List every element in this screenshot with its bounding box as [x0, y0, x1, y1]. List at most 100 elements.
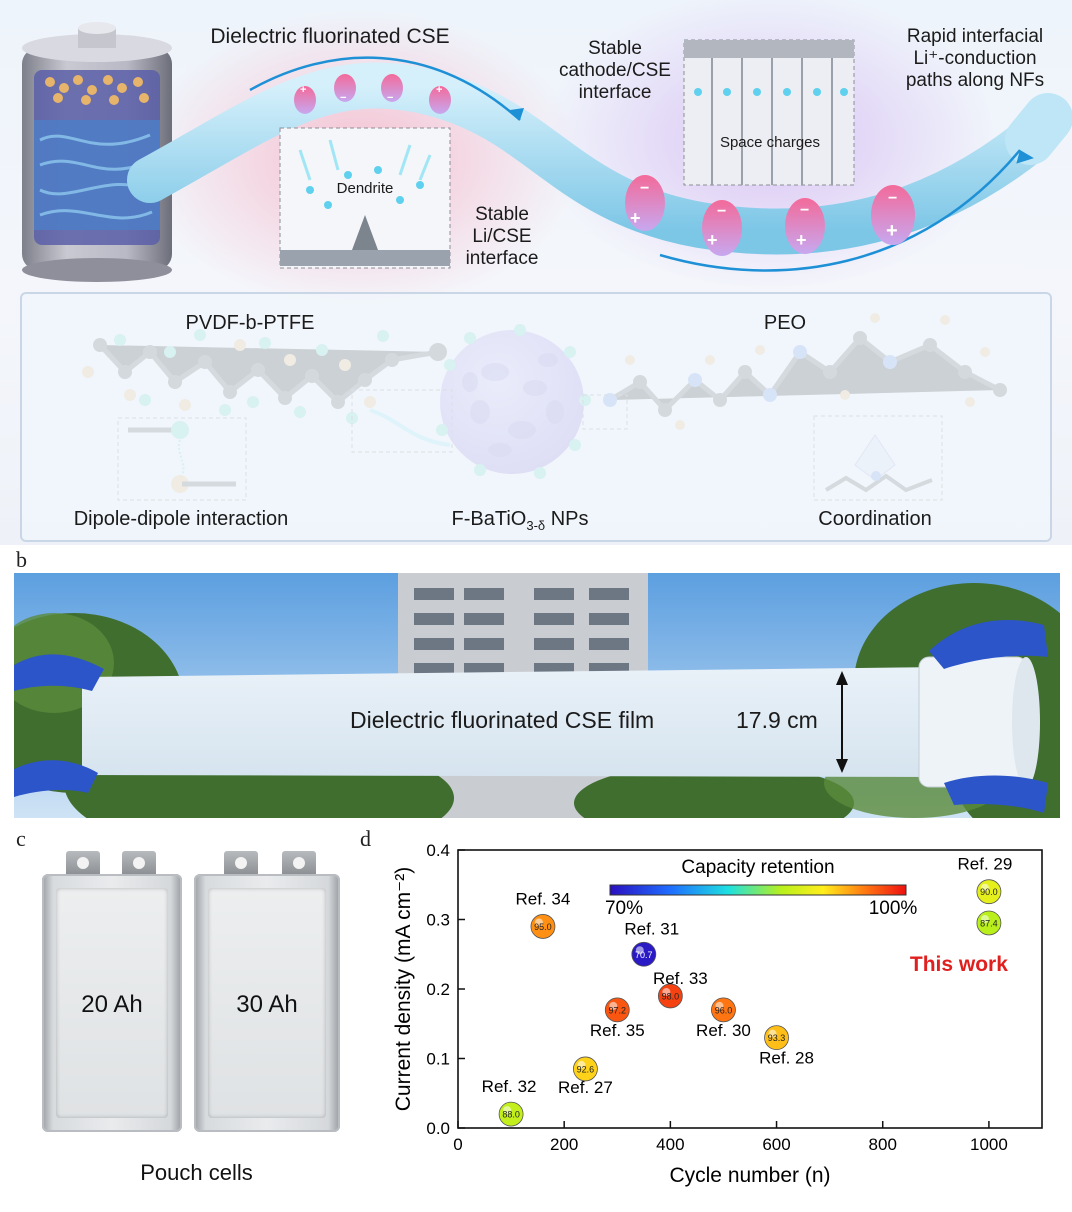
x-tick-label: 600 — [762, 1135, 790, 1154]
label-rapid-line2: Li⁺-conduction — [913, 48, 1037, 69]
label-stable-cathode-line3: interface — [578, 82, 652, 103]
label-stable-li: Stable Li/CSE interface — [452, 204, 552, 270]
data-point-highlight — [768, 1029, 777, 1038]
label-stable-li-line1: Stable — [475, 204, 529, 225]
label-stable-cathode-line1: Stable — [588, 38, 642, 59]
data-point-value-label: 87.4 — [980, 918, 998, 928]
label-pvdf: PVDF-b-PTFE — [185, 312, 315, 334]
pouch-inner — [208, 888, 326, 1118]
data-point-ref-label: Ref. 28 — [759, 1049, 814, 1068]
minus-sign: − — [640, 180, 650, 197]
x-tick-label: 200 — [550, 1135, 578, 1154]
label-np-tail: NPs — [545, 508, 589, 530]
pouch-caption: Pouch cells — [140, 1160, 253, 1185]
dendrite-inset — [279, 127, 451, 269]
colorbar-min-label: 70% — [605, 898, 643, 919]
x-axis-label: Cycle number (n) — [669, 1164, 830, 1187]
y-tick-label: 0.4 — [426, 841, 450, 860]
data-point-highlight — [577, 1060, 586, 1069]
label-space-charges: Space charges — [719, 134, 821, 151]
data-point-value-label: 98.0 — [662, 991, 680, 1001]
tab-icon — [122, 851, 156, 877]
label-rapid-line3: paths along NFs — [905, 70, 1045, 91]
x-tick-label: 400 — [656, 1135, 684, 1154]
pouch-label-20ah: 20 Ah — [81, 991, 143, 1018]
data-point-highlight — [534, 918, 543, 927]
minus-sign: − — [387, 92, 394, 104]
data-point-value-label: 88.0 — [502, 1110, 520, 1120]
data-point-ref-label: Ref. 29 — [958, 855, 1013, 874]
panel-b-photo: Dielectric fluorinated CSE film 17.9 cm — [14, 573, 1060, 818]
panel-c-pouch-cells: 20 Ah 30 Ah Pouch cells — [14, 838, 364, 1198]
film-width-label: 17.9 cm — [736, 707, 818, 733]
data-point-value-label: 96.0 — [715, 1005, 733, 1015]
pouch-cell-30ah: 30 Ah — [194, 874, 340, 1132]
pouch-label-30ah: 30 Ah — [236, 991, 298, 1018]
film-photo-graphic — [14, 573, 1060, 818]
label-stable-li-line3: interface — [465, 248, 539, 269]
pouch-cell-20ah: 20 Ah — [42, 874, 182, 1132]
data-point-highlight — [503, 1106, 512, 1115]
data-point-highlight — [635, 946, 644, 955]
plus-sign: + — [886, 220, 898, 242]
tab-icon — [224, 851, 258, 877]
minus-sign: − — [888, 190, 898, 207]
minus-sign: − — [340, 92, 347, 104]
tab-icon — [66, 851, 100, 877]
plus-sign: + — [707, 230, 718, 250]
minus-sign: − — [800, 202, 810, 219]
label-stable-cathode: Stable cathode/CSE interface — [550, 38, 680, 104]
data-point-highlight — [980, 914, 989, 923]
data-point-ref-label: Ref. 30 — [696, 1021, 751, 1040]
label-np-sub: 3-δ — [526, 518, 546, 533]
data-point-value-label: 92.6 — [577, 1064, 595, 1074]
label-coordination: Coordination — [818, 508, 932, 530]
data-point-ref-label: Ref. 35 — [590, 1021, 645, 1040]
dipole-icons-large — [625, 175, 915, 256]
y-tick-label: 0.1 — [426, 1050, 450, 1069]
x-tick-label: 1000 — [970, 1135, 1008, 1154]
y-tick-label: 0.0 — [426, 1119, 450, 1138]
panel-d-label: d — [360, 826, 371, 851]
plus-sign: + — [796, 230, 807, 250]
panel-c-label: c — [16, 826, 26, 851]
data-point-highlight — [662, 987, 671, 996]
data-point-ref-label: Ref. 34 — [516, 889, 571, 908]
y-tick-label: 0.3 — [426, 911, 450, 930]
x-tick-label: 800 — [869, 1135, 897, 1154]
colorbar-max-label: 100% — [869, 898, 918, 919]
label-stable-li-line2: Li/CSE — [472, 226, 532, 247]
colorbar-title: Capacity retention — [681, 857, 834, 878]
label-np-main: F-BaTiO — [451, 508, 527, 530]
x-tick-label: 0 — [453, 1135, 462, 1154]
cse-film-strip — [82, 667, 944, 777]
data-point-ref-label: Ref. 27 — [558, 1078, 613, 1097]
label-rapid-line1: Rapid interfacial — [906, 26, 1044, 47]
film-label: Dielectric fluorinated CSE film — [350, 707, 655, 733]
colorbar: Capacity retention 70% 100% — [605, 857, 917, 919]
data-point-value-label: 95.0 — [534, 922, 552, 932]
battery-cell-icon — [22, 22, 172, 282]
label-nanoparticles: F-BaTiO3-δ NPs — [420, 508, 620, 537]
data-point-value-label: 90.0 — [980, 887, 998, 897]
label-peo: PEO — [763, 312, 807, 334]
panel-b-label: b — [16, 547, 27, 572]
data-point-highlight — [980, 883, 989, 892]
pouch-inner — [56, 888, 168, 1118]
data-point-ref-label: Ref. 32 — [482, 1077, 537, 1096]
data-point-highlight — [609, 1001, 618, 1010]
label-rapid-conduction: Rapid interfacial Li⁺-conduction paths a… — [880, 26, 1070, 92]
label-dipole-interaction: Dipole-dipole interaction — [73, 508, 289, 530]
panel-a-schematic: Dielectric fluorinated CSE Dendrite Stab… — [0, 0, 1072, 545]
dipole-signs: + − − + − + − + − + − + — [0, 0, 1072, 545]
data-point-value-label: 97.2 — [609, 1005, 627, 1015]
data-point-value-label: 70.7 — [635, 950, 653, 960]
minus-sign: − — [717, 203, 727, 220]
data-point-highlight — [715, 1001, 724, 1010]
plus-sign: + — [436, 84, 443, 96]
data-point-value-label: 93.3 — [768, 1033, 786, 1043]
y-axis-label: Current density (mA cm⁻²) — [392, 867, 415, 1111]
molecule-panel-frame — [20, 292, 1052, 542]
